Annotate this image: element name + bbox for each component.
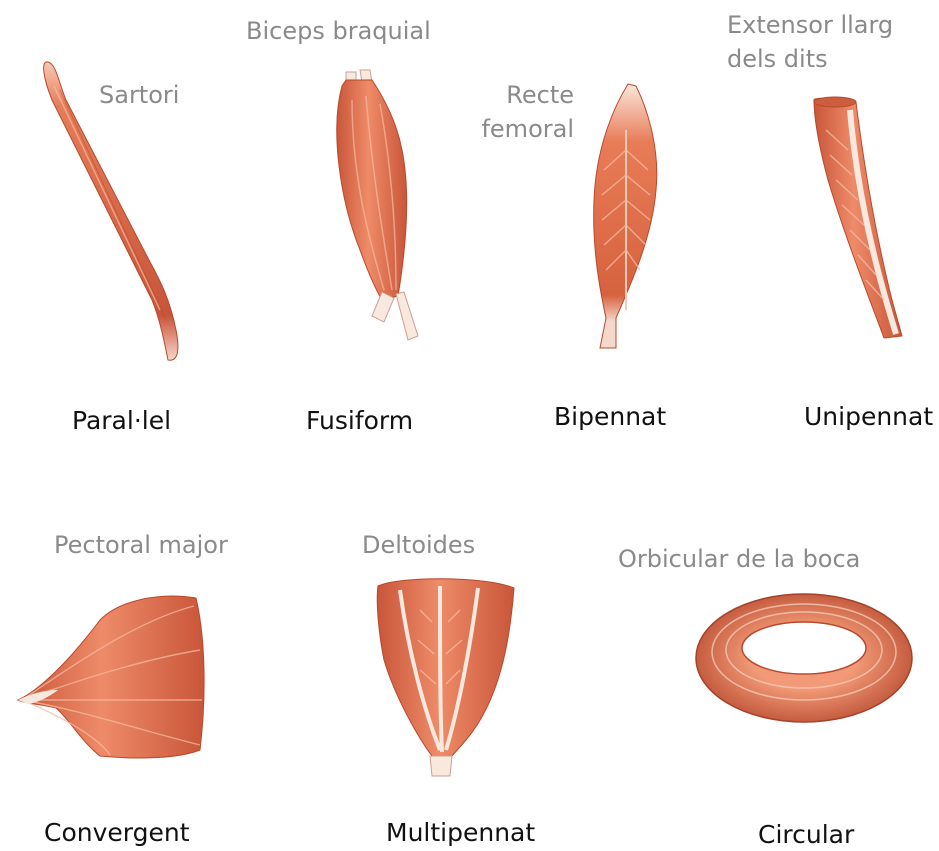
biceps-muscle [337, 70, 418, 340]
muscle-label-deltoid: Deltoides [362, 528, 475, 562]
orbicularis-muscle [696, 594, 912, 722]
type-label-parallel: Paral·lel [72, 406, 171, 435]
muscle-label-rectus-femoris: Recte femoral [474, 78, 574, 146]
muscle-label-extensor: Extensor llarg dels dits [727, 8, 893, 76]
type-label-circular: Circular [758, 820, 854, 849]
deltoid-muscle [377, 579, 514, 776]
type-label-convergent: Convergent [44, 818, 190, 847]
muscle-label-orbicularis: Orbicular de la boca [618, 542, 860, 576]
type-label-bipennate: Bipennat [554, 402, 666, 431]
rectus-femoris-muscle [594, 84, 657, 348]
muscle-label-pectoralis: Pectoral major [54, 528, 228, 562]
muscle-label-sartori: Sartori [99, 78, 179, 112]
extensor-muscle [814, 97, 902, 338]
type-label-fusiform: Fusiform [306, 406, 413, 435]
type-label-multipennate: Multipennat [386, 818, 535, 847]
type-label-unipennate: Unipennat [804, 402, 933, 431]
pectoralis-muscle [18, 596, 204, 758]
muscle-label-biceps: Biceps braquial [246, 14, 431, 48]
